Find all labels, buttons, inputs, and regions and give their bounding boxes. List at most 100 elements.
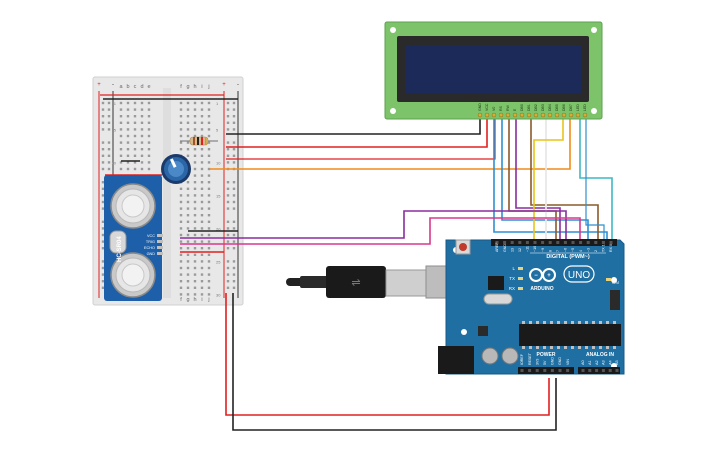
power-pin[interactable]: [543, 369, 547, 372]
breadboard-hole[interactable]: [126, 161, 130, 164]
analog-pin[interactable]: [608, 369, 612, 372]
breadboard-hole[interactable]: [193, 108, 197, 111]
breadboard-hole[interactable]: [179, 293, 183, 296]
breadboard-hole[interactable]: [186, 266, 190, 270]
breadboard-hole[interactable]: [193, 154, 197, 157]
breadboard-hole[interactable]: [207, 260, 211, 263]
breadboard-hole[interactable]: [186, 247, 190, 250]
breadboard-hole[interactable]: [140, 141, 144, 144]
breadboard-hole[interactable]: [193, 181, 197, 184]
digital-pin[interactable]: [495, 241, 499, 244]
breadboard-hole[interactable]: [207, 141, 211, 144]
analog-pin[interactable]: [588, 369, 592, 372]
breadboard-hole[interactable]: [200, 134, 204, 138]
breadboard-hole[interactable]: [193, 233, 197, 237]
digital-pin[interactable]: [579, 241, 583, 244]
breadboard-hole[interactable]: [133, 108, 137, 111]
breadboard-hole[interactable]: [193, 220, 197, 223]
breadboard-hole[interactable]: [126, 154, 130, 157]
rail-hole[interactable]: [232, 233, 236, 237]
rail-hole[interactable]: [101, 167, 105, 171]
breadboard-hole[interactable]: [119, 161, 123, 164]
breadboard-hole[interactable]: [140, 167, 144, 171]
rail-hole[interactable]: [226, 207, 230, 210]
breadboard-hole[interactable]: [133, 101, 137, 105]
breadboard-hole[interactable]: [200, 187, 204, 190]
breadboard-hole[interactable]: [193, 207, 197, 210]
breadboard-hole[interactable]: [193, 260, 197, 263]
breadboard-hole[interactable]: [207, 154, 211, 157]
rail-hole[interactable]: [226, 181, 230, 184]
usb-cable[interactable]: ⇌: [286, 265, 457, 299]
breadboard-hole[interactable]: [207, 200, 211, 204]
lcd-pin[interactable]: [491, 112, 497, 118]
breadboard-hole[interactable]: [119, 121, 123, 124]
lcd-pin[interactable]: [505, 112, 511, 118]
rail-hole[interactable]: [232, 266, 236, 270]
breadboard-hole[interactable]: [207, 181, 211, 184]
breadboard-hole[interactable]: [207, 293, 211, 296]
breadboard-hole[interactable]: [200, 108, 204, 111]
rail-hole[interactable]: [226, 121, 230, 124]
breadboard-hole[interactable]: [179, 101, 183, 105]
rail-hole[interactable]: [232, 141, 236, 144]
digital-pin[interactable]: [601, 241, 605, 244]
breadboard-hole[interactable]: [179, 214, 183, 217]
breadboard-hole[interactable]: [207, 240, 211, 243]
rail-hole[interactable]: [226, 273, 230, 276]
breadboard-hole[interactable]: [200, 121, 204, 124]
breadboard-hole[interactable]: [200, 154, 204, 157]
rail-hole[interactable]: [107, 141, 111, 144]
rail-hole[interactable]: [226, 286, 230, 289]
breadboard-hole[interactable]: [179, 148, 183, 151]
rail-hole[interactable]: [101, 128, 105, 131]
breadboard-hole[interactable]: [200, 148, 204, 151]
breadboard-hole[interactable]: [179, 108, 183, 111]
rail-hole[interactable]: [232, 128, 236, 131]
rail-hole[interactable]: [101, 115, 105, 118]
breadboard-hole[interactable]: [200, 128, 204, 131]
rail-hole[interactable]: [101, 280, 105, 283]
analog-pin[interactable]: [595, 369, 599, 372]
breadboard-hole[interactable]: [179, 280, 183, 283]
breadboard-hole[interactable]: [207, 280, 211, 283]
breadboard-hole[interactable]: [147, 161, 151, 164]
rail-hole[interactable]: [232, 115, 236, 118]
rail-hole[interactable]: [226, 108, 230, 111]
lcd-pin[interactable]: [554, 112, 560, 118]
breadboard-hole[interactable]: [193, 194, 197, 197]
breadboard-hole[interactable]: [200, 200, 204, 204]
breadboard-hole[interactable]: [193, 101, 197, 105]
lcd-pin[interactable]: [498, 112, 504, 118]
rail-hole[interactable]: [101, 181, 105, 184]
analog-pin[interactable]: [581, 369, 585, 372]
rail-hole[interactable]: [101, 194, 105, 197]
rail-hole[interactable]: [232, 240, 236, 243]
rail-hole[interactable]: [107, 167, 111, 171]
breadboard-hole[interactable]: [207, 161, 211, 164]
rail-hole[interactable]: [232, 247, 236, 250]
breadboard-hole[interactable]: [193, 200, 197, 204]
breadboard-hole[interactable]: [200, 253, 204, 256]
rail-hole[interactable]: [226, 115, 230, 118]
breadboard-hole[interactable]: [179, 115, 183, 118]
breadboard-hole[interactable]: [126, 121, 130, 124]
breadboard-hole[interactable]: [193, 266, 197, 270]
breadboard-hole[interactable]: [193, 148, 197, 151]
breadboard-hole[interactable]: [200, 115, 204, 118]
breadboard-hole[interactable]: [147, 154, 151, 157]
breadboard-hole[interactable]: [186, 115, 190, 118]
power-pin[interactable]: [535, 369, 539, 372]
breadboard-hole[interactable]: [147, 121, 151, 124]
breadboard-hole[interactable]: [193, 253, 197, 256]
breadboard-hole[interactable]: [119, 128, 123, 131]
reset-button-cap[interactable]: [459, 243, 467, 251]
rail-hole[interactable]: [101, 154, 105, 157]
breadboard-hole[interactable]: [193, 280, 197, 283]
breadboard-hole[interactable]: [119, 108, 123, 111]
breadboard-hole[interactable]: [200, 233, 204, 237]
breadboard-hole[interactable]: [200, 207, 204, 210]
rail-hole[interactable]: [107, 108, 111, 111]
breadboard-hole[interactable]: [133, 154, 137, 157]
breadboard-hole[interactable]: [179, 194, 183, 197]
